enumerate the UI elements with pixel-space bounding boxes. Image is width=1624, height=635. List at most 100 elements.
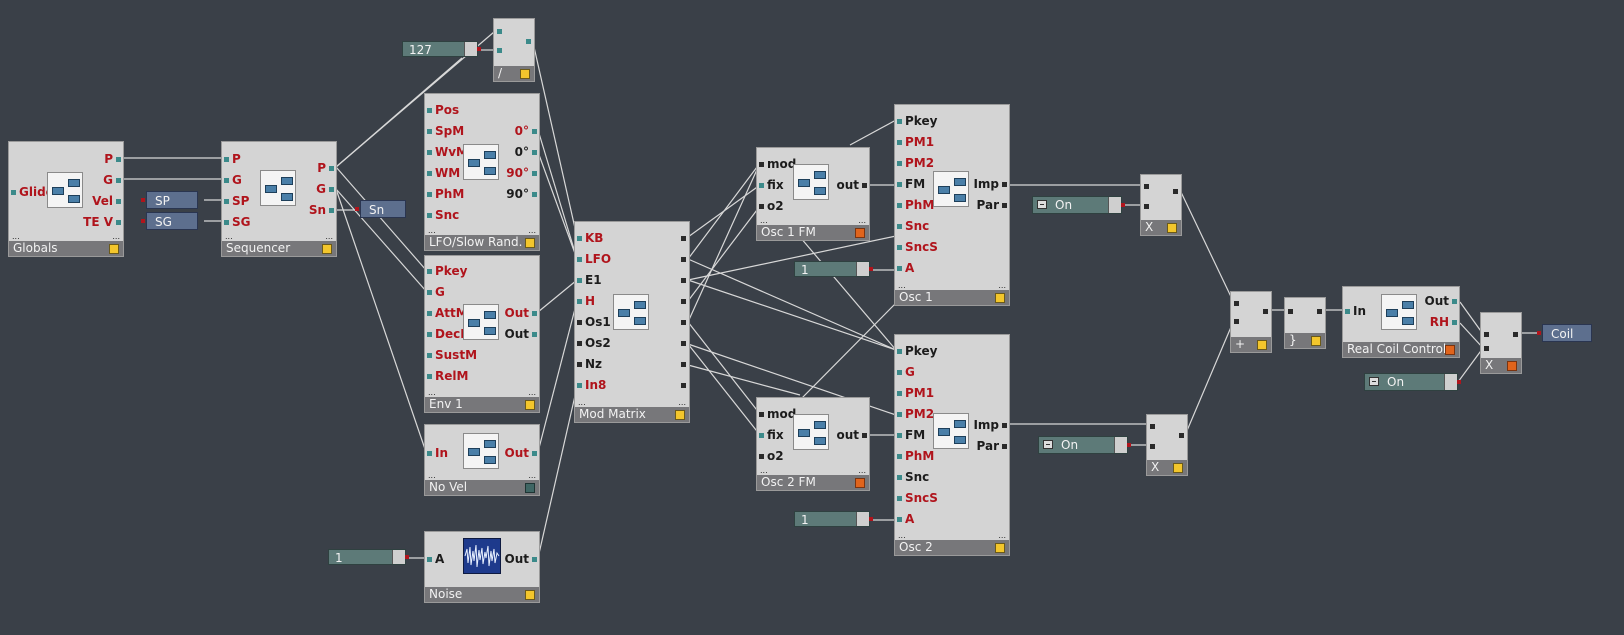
port[interactable] (1263, 309, 1268, 314)
osc1-par-port[interactable]: Par (977, 198, 1008, 212)
constant-127[interactable]: 127 (402, 41, 481, 57)
add-module[interactable]: + (1230, 291, 1272, 353)
noise-a-port[interactable]: A (427, 552, 444, 566)
realcoil-module[interactable]: In Out RH Real Coil Control (1342, 286, 1460, 358)
port[interactable] (1144, 184, 1149, 189)
status-lamp[interactable] (322, 244, 332, 254)
realcoil-out-port[interactable]: Out (1425, 294, 1457, 308)
osc2-fm-port[interactable]: FM (897, 428, 925, 442)
osc1-snc-port[interactable]: Snc (897, 219, 929, 233)
multiply-module-2[interactable]: X (1146, 414, 1188, 476)
status-lamp[interactable] (855, 478, 865, 488)
status-lamp[interactable] (995, 543, 1005, 553)
toggle-knob[interactable] (1444, 374, 1461, 390)
osc1-pm2-port[interactable]: PM2 (897, 156, 934, 170)
port[interactable] (681, 362, 686, 367)
constant-knob[interactable] (856, 262, 873, 276)
osc1fm-fix-port[interactable]: fix (759, 178, 784, 192)
osc2-pm1-port[interactable]: PM1 (897, 386, 934, 400)
osc2-phm-port[interactable]: PhM (897, 449, 934, 463)
sequencer-sg-port[interactable]: SG (224, 215, 251, 229)
port[interactable] (681, 257, 686, 262)
port[interactable] (497, 48, 502, 53)
constant-noise-a[interactable]: 1 (328, 549, 409, 565)
osc1-fm-port[interactable]: FM (897, 177, 925, 191)
port[interactable] (1150, 444, 1155, 449)
modmatrix-in8-port[interactable]: In8 (577, 378, 606, 392)
port[interactable] (1179, 433, 1184, 438)
lfo-out-90b-port[interactable]: 90° (506, 187, 537, 201)
modmatrix-nz-port[interactable]: Nz (577, 357, 602, 371)
env-sustm-port[interactable]: SustM (427, 348, 477, 362)
port[interactable] (1513, 332, 1518, 337)
status-lamp[interactable] (1445, 345, 1455, 355)
lfo-out-90-port[interactable]: 90° (506, 166, 537, 180)
lfo-spm-port[interactable]: SpM (427, 124, 464, 138)
modmatrix-os2-port[interactable]: Os2 (577, 336, 611, 350)
constant-knob[interactable] (856, 512, 873, 526)
osc1-phm-port[interactable]: PhM (897, 198, 934, 212)
osc1-imp-port[interactable]: Imp (973, 177, 1007, 191)
divide-module[interactable]: / (493, 18, 535, 82)
status-lamp[interactable] (1173, 463, 1183, 473)
port[interactable] (681, 383, 686, 388)
globals-module[interactable]: Glide P G Vel TE V ... ... Globals (8, 141, 124, 257)
env-decm-port[interactable]: DecM (427, 327, 472, 341)
modmatrix-os1-port[interactable]: Os1 (577, 315, 611, 329)
on-toggle-3[interactable]: On (1364, 373, 1461, 391)
port[interactable] (497, 29, 502, 34)
osc1fm-out-port[interactable]: out (836, 178, 867, 192)
sp-label[interactable]: SP (141, 191, 198, 209)
status-lamp[interactable] (1167, 223, 1177, 233)
osc2-a-port[interactable]: A (897, 512, 914, 526)
port[interactable] (681, 278, 686, 283)
osc1-sncs-port[interactable]: SncS (897, 240, 938, 254)
constant-knob[interactable] (392, 550, 409, 564)
novel-in-port[interactable]: In (427, 446, 448, 460)
env-g-port[interactable]: G (427, 285, 445, 299)
modmatrix-e1-port[interactable]: E1 (577, 273, 602, 287)
toggle-knob[interactable] (1114, 437, 1131, 453)
env-relm-port[interactable]: RelM (427, 369, 468, 383)
port[interactable] (1484, 346, 1489, 351)
sequencer-p-in-port[interactable]: P (224, 152, 241, 166)
lfo-pos-port[interactable]: Pos (427, 103, 459, 117)
realcoil-in-port[interactable]: In (1345, 304, 1366, 318)
port[interactable] (1288, 309, 1293, 314)
status-lamp[interactable] (520, 69, 530, 79)
port[interactable] (1150, 424, 1155, 429)
osc2fm-mod-port[interactable]: mod (759, 407, 796, 421)
osc2fm-o2-port[interactable]: o2 (759, 449, 784, 463)
osc2-g-port[interactable]: G (897, 365, 915, 379)
status-lamp[interactable] (525, 400, 535, 410)
lfo-module[interactable]: Pos SpM WvM WM PhM Snc 0° 0° 90° 90° ...… (424, 93, 540, 251)
osc1-pm1-port[interactable]: PM1 (897, 135, 934, 149)
multiply-module-1[interactable]: X (1140, 174, 1182, 236)
lfo-wvm-port[interactable]: WvM (427, 145, 468, 159)
status-lamp[interactable] (1257, 340, 1267, 350)
osc2-pm2-port[interactable]: PM2 (897, 407, 934, 421)
constant-knob[interactable] (464, 42, 481, 56)
port[interactable] (1484, 332, 1489, 337)
status-lamp[interactable] (525, 483, 535, 493)
osc2fm-fix-port[interactable]: fix (759, 428, 784, 442)
osc2-sncs-port[interactable]: SncS (897, 491, 938, 505)
status-lamp[interactable] (525, 238, 535, 248)
constant-osc2-a[interactable]: 1 (794, 511, 873, 527)
port[interactable] (681, 341, 686, 346)
toggle-knob[interactable] (1108, 197, 1125, 213)
status-lamp[interactable] (675, 410, 685, 420)
osc1-module[interactable]: Pkey PM1 PM2 FM PhM Snc SncS A Imp Par .… (894, 104, 1010, 306)
lfo-snc-port[interactable]: Snc (427, 208, 459, 222)
sequencer-g-in-port[interactable]: G (224, 173, 242, 187)
globals-g-port[interactable]: G (103, 173, 121, 187)
osc2-module[interactable]: Pkey G PM1 PM2 FM PhM Snc SncS A Imp Par… (894, 334, 1010, 556)
osc2-snc-port[interactable]: Snc (897, 470, 929, 484)
noise-out-port[interactable]: Out (505, 552, 537, 566)
env-pkey-port[interactable]: Pkey (427, 264, 467, 278)
globals-glide-port[interactable]: Glide (11, 185, 54, 199)
novel-out-port[interactable]: Out (505, 446, 537, 460)
multiply-module-3[interactable]: X (1480, 312, 1522, 374)
constant-osc1-a[interactable]: 1 (794, 261, 873, 277)
lfo-wm-port[interactable]: WM (427, 166, 460, 180)
